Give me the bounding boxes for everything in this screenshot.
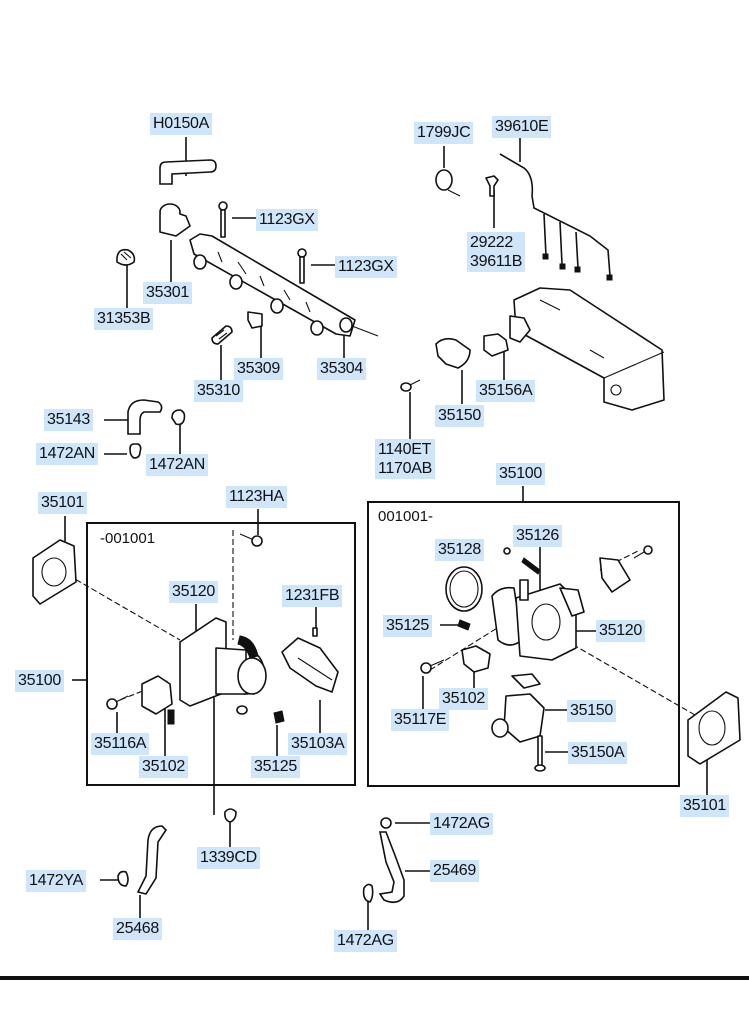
throttle-body-35120-left bbox=[179, 617, 267, 715]
label-35116a[interactable]: 35116A bbox=[91, 733, 150, 755]
clamp-1799jc bbox=[435, 169, 461, 197]
label-35150a[interactable]: 35150A bbox=[568, 742, 628, 764]
o-ring-35128 bbox=[445, 566, 483, 612]
connector-29222 bbox=[485, 175, 499, 197]
label-1123gx-a[interactable]: 1123GX bbox=[256, 209, 318, 231]
clip-1472an-a bbox=[129, 443, 142, 459]
clip-1472an-b bbox=[171, 409, 186, 426]
hose-25468 bbox=[136, 825, 168, 895]
label-35125-right[interactable]: 35125 bbox=[383, 615, 432, 637]
bolt-1123ha bbox=[239, 533, 263, 547]
bracket-right bbox=[599, 557, 631, 593]
bracket-35309 bbox=[247, 311, 263, 329]
label-35103a[interactable]: 35103A bbox=[288, 733, 348, 755]
label-35150-right[interactable]: 35150 bbox=[567, 700, 616, 722]
label-29222-39611b[interactable]: 29222 39611B bbox=[467, 232, 526, 272]
label-35309[interactable]: 35309 bbox=[234, 358, 283, 380]
label-35102-right[interactable]: 35102 bbox=[439, 688, 488, 710]
label-1123gx-b[interactable]: 1123GX bbox=[335, 256, 397, 278]
label-39611b: 39611B bbox=[470, 253, 523, 270]
label-35100-right[interactable]: 35100 bbox=[496, 463, 545, 485]
position-sensor-35102-right bbox=[461, 645, 491, 673]
label-1339cd[interactable]: 1339CD bbox=[197, 847, 260, 869]
label-35126[interactable]: 35126 bbox=[513, 525, 562, 547]
label-h0150a[interactable]: H0150A bbox=[150, 113, 213, 135]
label-1123ha[interactable]: 1123HA bbox=[226, 486, 287, 508]
bolt-1123gx-a bbox=[218, 201, 228, 238]
label-1472ya[interactable]: 1472YA bbox=[26, 870, 86, 892]
note-late-range: 001001- bbox=[378, 508, 434, 525]
assembly-box-early bbox=[86, 522, 356, 786]
label-31353b[interactable]: 31353B bbox=[94, 308, 154, 330]
clip-31353b bbox=[116, 248, 136, 266]
label-1472ag-b[interactable]: 1472AG bbox=[334, 930, 397, 952]
gasket-idle bbox=[511, 673, 541, 689]
label-35310[interactable]: 35310 bbox=[194, 380, 243, 402]
clip-1472ag-b bbox=[362, 883, 374, 903]
label-1799jc[interactable]: 1799JC bbox=[414, 122, 474, 144]
bolt-right-top bbox=[633, 545, 653, 559]
label-35117e[interactable]: 35117E bbox=[391, 709, 450, 731]
label-39610e[interactable]: 39610E bbox=[492, 116, 552, 138]
screw-35117e bbox=[420, 659, 445, 674]
assembly-box-late bbox=[367, 501, 680, 787]
throttle-body-35120-right bbox=[491, 579, 585, 661]
label-25468[interactable]: 25468 bbox=[113, 918, 162, 940]
label-35101-right[interactable]: 35101 bbox=[680, 795, 729, 817]
clip-1472ya bbox=[117, 870, 129, 887]
label-29222: 29222 bbox=[470, 234, 513, 251]
pin-35126 bbox=[521, 557, 541, 575]
cover-35103a bbox=[281, 637, 339, 693]
position-sensor-35102-left bbox=[141, 675, 175, 725]
label-35156a[interactable]: 35156A bbox=[476, 380, 536, 402]
note-early-range: -001001 bbox=[100, 530, 156, 547]
gasket-35101-left bbox=[32, 539, 77, 605]
label-1140et-1170ab[interactable]: 1140ET 1170AB bbox=[375, 439, 435, 479]
label-35150-top[interactable]: 35150 bbox=[435, 405, 484, 427]
label-35304[interactable]: 35304 bbox=[317, 358, 366, 380]
label-1140et: 1140ET bbox=[378, 441, 432, 458]
valve-35301 bbox=[159, 203, 191, 237]
hose-35143 bbox=[127, 399, 163, 435]
label-35128[interactable]: 35128 bbox=[435, 539, 484, 561]
label-1472an-b[interactable]: 1472AN bbox=[146, 454, 209, 476]
hose-25469 bbox=[378, 831, 405, 904]
valve-35150-top bbox=[435, 337, 471, 369]
gasket-35101-right bbox=[687, 691, 741, 765]
label-35301[interactable]: 35301 bbox=[143, 282, 192, 304]
screw-1231fb bbox=[312, 627, 318, 637]
label-35101-left[interactable]: 35101 bbox=[38, 492, 87, 514]
page-divider bbox=[0, 976, 749, 980]
idle-valve-35150-right bbox=[491, 693, 545, 743]
label-35143[interactable]: 35143 bbox=[44, 409, 93, 431]
bolt-1123gx-b bbox=[297, 248, 307, 284]
plenum-35156a bbox=[509, 287, 665, 411]
label-35125-left[interactable]: 35125 bbox=[251, 756, 300, 778]
fuel-rail-35304 bbox=[189, 233, 379, 337]
gasket-35156a bbox=[483, 333, 509, 357]
hose-h0150a bbox=[159, 159, 217, 185]
label-35100-left[interactable]: 35100 bbox=[15, 670, 64, 692]
wiring-harness-39610e bbox=[499, 153, 613, 281]
spring-35125-left bbox=[273, 710, 285, 724]
screw-35116a bbox=[106, 695, 129, 710]
label-1472an-a[interactable]: 1472AN bbox=[36, 443, 99, 465]
bolt-35150a bbox=[534, 735, 546, 772]
sensor-35310 bbox=[211, 325, 233, 345]
nut-1339cd bbox=[224, 808, 237, 823]
label-1170ab: 1170AB bbox=[378, 460, 432, 477]
label-1472ag-a[interactable]: 1472AG bbox=[430, 813, 493, 835]
label-35102-left[interactable]: 35102 bbox=[139, 756, 188, 778]
nut-right bbox=[503, 547, 511, 555]
clip-1472ag-a bbox=[380, 817, 392, 829]
label-35120-left[interactable]: 35120 bbox=[169, 581, 218, 603]
label-25469[interactable]: 25469 bbox=[430, 860, 479, 882]
bolt-1140et bbox=[400, 379, 421, 392]
label-35120-right[interactable]: 35120 bbox=[596, 620, 645, 642]
label-1231fb[interactable]: 1231FB bbox=[282, 585, 343, 607]
spring-35125-right bbox=[457, 619, 471, 631]
